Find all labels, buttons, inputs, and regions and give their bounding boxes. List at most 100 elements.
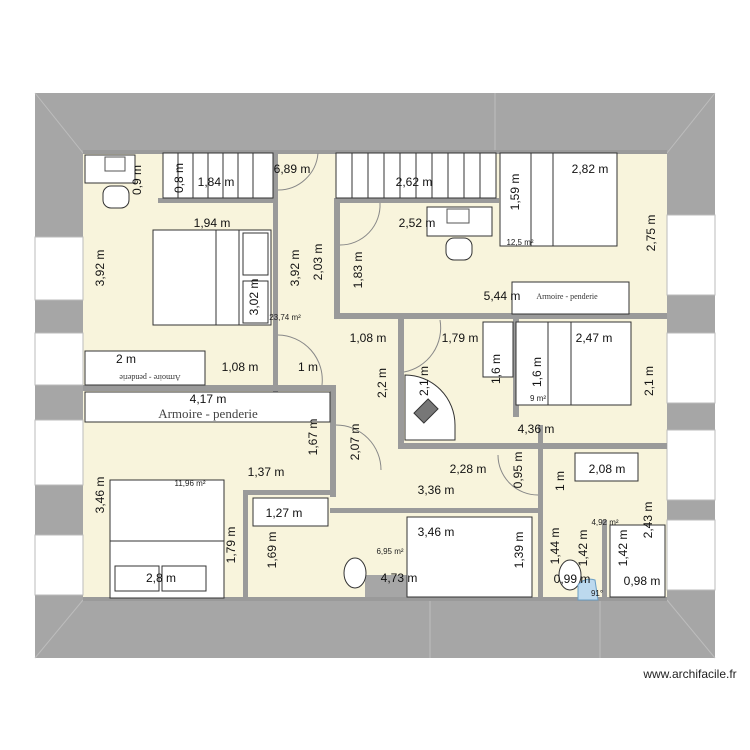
dimension-label: 1,44 m (548, 528, 562, 565)
dimension-label: 1,39 m (512, 532, 526, 569)
dimension-label: 0,99 m (554, 572, 591, 586)
dimension-label: 1,6 m (489, 354, 503, 384)
doors (277, 152, 539, 496)
dimension-label: 1,59 m (508, 174, 522, 211)
dimension-label: 2,08 m (589, 462, 626, 476)
dimension-label: 6,89 m (274, 162, 311, 176)
wardrobe-label: Armoire - penderie (158, 406, 258, 421)
dimension-label: 2 m (116, 352, 136, 366)
chair (102, 185, 130, 209)
area-label: 23,74 m² (269, 313, 301, 322)
dimension-label: 2,62 m (396, 175, 433, 189)
double-bed (515, 321, 632, 406)
watermark[interactable]: www.archifacile.fr (642, 667, 736, 681)
area-label: 9 m² (530, 394, 546, 403)
dimension-label: 1,27 m (266, 506, 303, 520)
laptop-icon (446, 208, 470, 224)
window (666, 519, 716, 591)
dimension-label: 2,1 m (417, 366, 431, 396)
cabinet (482, 321, 514, 378)
dimension-label: 0,9 m (130, 165, 144, 195)
floor-notch (365, 575, 410, 600)
angle-marker (577, 578, 599, 601)
dimension-label: 1 m (553, 471, 567, 491)
shower (609, 524, 666, 598)
dimension-label: 1,83 m (351, 252, 365, 289)
window (666, 214, 716, 296)
dimension-label: 1,79 m (224, 527, 238, 564)
wardrobe (84, 391, 331, 423)
dimension-label: 1,37 m (248, 465, 285, 479)
dimension-label: 0,98 m (624, 574, 661, 588)
dimension-label: 3,36 m (418, 483, 455, 497)
dimension-label: 2,52 m (399, 216, 436, 230)
area-label: 4,92 m² (591, 518, 618, 527)
wardrobe (84, 350, 206, 386)
staircase (162, 152, 274, 199)
dimension-label: 3,92 m (93, 250, 107, 287)
area-label: 11,96 m² (175, 479, 206, 488)
double-bed (499, 152, 618, 247)
double-sink (574, 452, 639, 482)
bathtub (406, 516, 533, 598)
dimension-label: 4,36 m (518, 422, 555, 436)
dimension-label: 2,03 m (311, 244, 325, 281)
dimension-label: 0,95 m (511, 452, 525, 489)
wardrobe (511, 281, 630, 315)
roof-lines (34, 92, 716, 659)
dimension-label: 0,8 m (172, 163, 186, 193)
dimension-label: 3,02 m (247, 279, 261, 316)
dimension-label: 1,67 m (306, 419, 320, 456)
dimension-label: 4,73 m (381, 571, 418, 585)
dimension-label: 1,08 m (350, 331, 387, 345)
nightstand (242, 280, 269, 324)
dimension-label: 3,46 m (418, 525, 455, 539)
dimension-label: 2,43 m (641, 502, 655, 539)
window (34, 332, 84, 386)
dimension-label: 1,6 m (530, 357, 544, 387)
dimension-label: 5,44 m (484, 289, 521, 303)
dimension-label: 2,75 m (644, 215, 658, 252)
window (666, 429, 716, 501)
wardrobe-label: Armoire - penderie (536, 292, 598, 301)
dimension-label: 2,2 m (375, 368, 389, 398)
toilet (343, 557, 367, 589)
dimension-label: 1,94 m (194, 216, 231, 230)
nightstand (242, 232, 269, 276)
area-label: 12,5 m² (506, 238, 533, 247)
dimension-label: 1 m (298, 360, 318, 374)
double-sink (252, 497, 329, 527)
windows (34, 214, 716, 596)
window (34, 534, 84, 596)
dimension-label: 2,47 m (576, 331, 613, 345)
dimension-label: 1,69 m (265, 532, 279, 569)
laptop-icon (104, 156, 126, 172)
dimension-label: 3,92 m (288, 250, 302, 287)
pillow (114, 565, 160, 592)
dimension-label: 2,07 m (348, 424, 362, 461)
dimension-label: 1,79 m (442, 331, 479, 345)
dimension-labels: 6,89 m 1,84 m 0,8 m 0,9 m 2,62 m 2,82 m … (93, 162, 660, 598)
dimension-label: 1,84 m (198, 175, 235, 189)
window (666, 332, 716, 404)
dimension-label: 2,1 m (642, 366, 656, 396)
dimension-label: 1,08 m (222, 360, 259, 374)
area-label: 6,95 m² (376, 547, 403, 556)
chair (445, 237, 473, 261)
dimension-label: 2,28 m (450, 462, 487, 476)
angle-label: 91° (591, 589, 603, 598)
dimension-label: 2,8 m (146, 571, 176, 585)
dimension-label: 1,42 m (576, 530, 590, 567)
dimension-label: 3,46 m (93, 477, 107, 514)
laptop-icon (413, 398, 439, 424)
window (34, 419, 84, 486)
dimension-label: 1,42 m (616, 530, 630, 567)
toilet (558, 559, 582, 591)
furniture (84, 152, 666, 601)
pillow (161, 565, 207, 592)
dimension-label: 4,17 m (190, 392, 227, 406)
window (34, 236, 84, 301)
dimension-label: 2,82 m (572, 162, 609, 176)
wardrobe-label: Armoire - penderie (119, 373, 181, 382)
